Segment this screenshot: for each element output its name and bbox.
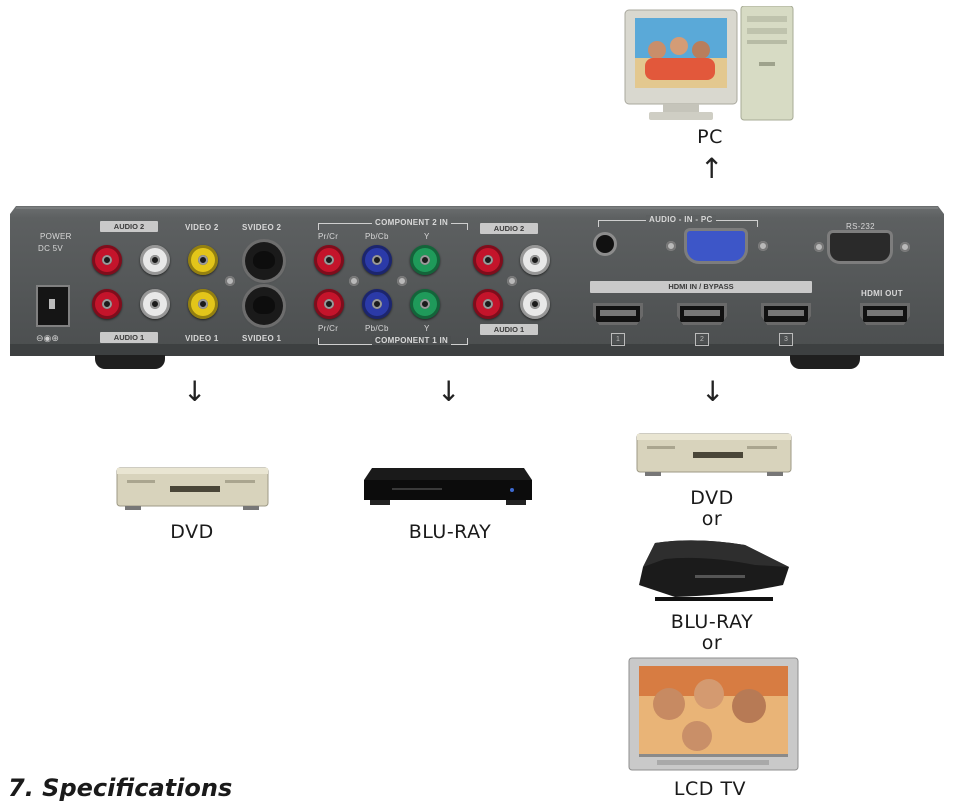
pc-image [623,5,798,124]
dvd-left-label: DVD [170,521,214,543]
hdmi-in-port-2 [677,303,727,325]
panel-screw [397,276,407,286]
dvd-player-image [115,462,270,512]
rs232-label: RS-232 [846,222,875,231]
rs232-port [830,233,890,261]
audio2-left-white-jack [140,245,170,275]
audio2-right-red-jack [473,245,503,275]
power-jack [36,285,70,327]
audio1-left-white-jack [140,289,170,319]
audio-in-pc-label: AUDIO - IN - PC [646,215,716,224]
panel-screw [758,241,768,251]
panel-foot-right [790,355,860,369]
audio1-left-label: AUDIO 1 [100,332,158,343]
polarity-symbol-icon: ⊖◉⊕ [36,334,59,344]
dc-label: DC 5V [38,244,64,253]
audio2-left-red-jack [92,245,122,275]
component1-label: COMPONENT 1 IN [372,336,452,345]
panel-screw [225,276,235,286]
component2-green-jack [410,245,440,275]
video2-label: VIDEO 2 [185,223,219,232]
arrow-down-bluray: ↓ [437,375,461,408]
y-top-label: Y [424,232,430,241]
bluray-center-label: BLU-RAY [408,521,492,543]
panel-foot-left [95,355,165,369]
bluray-right-label: BLU-RAY [670,611,754,633]
arrow-down-hdmi: ↓ [701,375,725,408]
power-label: POWER [40,232,72,241]
lcd-tv-image [627,656,800,774]
bluray-player-image [362,466,534,508]
panel-screw [507,276,517,286]
hdmi-in-port-3 [761,303,811,325]
pb-top-label: Pb/Cb [365,232,389,241]
hdmi-out-port [860,303,910,325]
audio-in-pc-jack [596,235,614,253]
lcd-tv-label: LCD TV [673,778,747,800]
arrow-up-to-pc: ↑ [700,152,724,185]
y-bottom-label: Y [424,324,430,333]
svideo2-port [245,242,283,280]
component1-green-jack [410,289,440,319]
hdmi-in-label: HDMI IN / BYPASS [590,281,812,293]
video1-label: VIDEO 1 [185,334,219,343]
video1-yellow-jack [188,289,218,319]
audio1-right-white-jack [520,289,550,319]
pr-bottom-label: Pr/Cr [318,324,339,333]
component1-blue-jack [362,289,392,319]
panel-screw [666,241,676,251]
dvd-right-label: DVD [690,487,734,509]
arrow-down-dvd: ↓ [183,375,207,408]
bluray-console-image [635,537,793,605]
component1-red-jack [314,289,344,319]
component2-blue-jack [362,245,392,275]
panel-screw [900,242,910,252]
component2-red-jack [314,245,344,275]
hdmi-out-label: HDMI OUT [861,289,903,298]
audio1-right-label: AUDIO 1 [480,324,538,335]
pc-label: PC [697,126,723,148]
audio2-right-label: AUDIO 2 [480,223,538,234]
panel-screw [349,276,359,286]
hdmi-number-2: 2 [695,333,709,346]
dvd-player-right-image [635,430,793,478]
hdmi-number-1: 1 [611,333,625,346]
audio1-right-red-jack [473,289,503,319]
hdmi-in-port-1 [593,303,643,325]
svideo1-label: SVIDEO 1 [242,334,282,343]
pr-top-label: Pr/Cr [318,232,339,241]
svideo2-label: SVIDEO 2 [242,223,282,232]
or-label-2: or [701,632,723,654]
audio1-left-red-jack [92,289,122,319]
video2-yellow-jack [188,245,218,275]
pb-bottom-label: Pb/Cb [365,324,389,333]
section-heading: 7. Specifications [8,774,233,802]
audio2-left-label: AUDIO 2 [100,221,158,232]
hdmi-number-3: 3 [779,333,793,346]
vga-port [687,231,745,261]
audio2-right-white-jack [520,245,550,275]
component2-label: COMPONENT 2 IN [372,218,452,227]
panel-screw [814,242,824,252]
or-label-1: or [701,508,723,530]
svideo1-port [245,287,283,325]
